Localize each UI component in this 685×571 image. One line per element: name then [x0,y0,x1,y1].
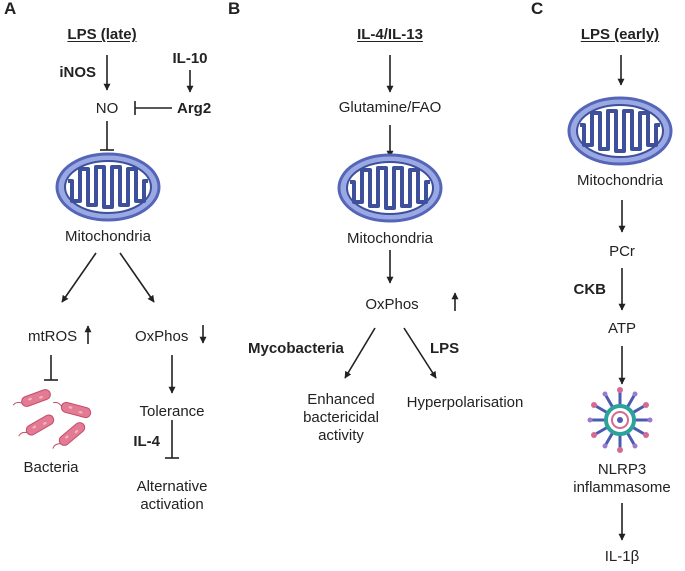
label-il4: IL-4 [133,433,160,450]
label-alternative: Alternative [136,478,208,495]
label-tolerance: Tolerance [139,403,205,420]
arrow-oxphos-to-hyperpolarisation [403,327,437,379]
label-oxphos-b: OxPhos [365,296,419,313]
panel-a-title: LPS (late) [67,26,137,43]
label-activity: activity [318,427,364,444]
arrow-oxphos-to-enhanced [344,327,376,379]
bacteria-icon [11,387,93,454]
arrow-mito-to-mtros [61,252,97,303]
label-glutamine-fao: Glutamine/FAO [338,99,442,116]
label-activation: activation [140,496,204,513]
label-lps: LPS [430,340,460,357]
inhibit-arg2-to-no [134,101,172,115]
label-ckb: CKB [573,281,607,298]
label-bacteria: Bacteria [23,459,79,476]
label-mitochondria-a: Mitochondria [65,228,151,245]
label-inflammasome: inflammasome [573,479,671,496]
label-mitochondria-b: Mitochondria [347,230,433,247]
label-mitochondria-c: Mitochondria [577,172,663,189]
mitochondria-icon-b [337,153,443,223]
label-atp: ATP [607,320,637,337]
label-nlrp3: NLRP3 [597,461,647,478]
inflammasome-icon [587,387,653,453]
label-il10: IL-10 [172,50,208,67]
arrow-mito-to-oxphos [119,252,155,303]
mitochondria-icon-c [567,96,673,166]
inhibit-tolerance-to-alternative [165,420,179,459]
inhibit-no-to-mitochondria [100,121,114,151]
panel-c-title: LPS (early) [580,26,660,43]
label-oxphos-a: OxPhos [135,328,189,345]
label-pcr: PCr [609,243,635,260]
label-il1b: IL-1β [604,548,640,565]
label-mtros: mtROS [28,328,78,345]
panel-letter-c: C [531,0,544,18]
label-mycobacteria: Mycobacteria [248,340,344,357]
panel-letter-a: A [4,0,17,18]
label-hyperpolarisation: Hyperpolarisation [406,394,524,411]
label-no: NO [95,100,119,117]
mitochondria-icon-a [55,152,161,222]
panel-b-title: IL-4/IL-13 [357,26,423,43]
label-enhanced: Enhanced [307,391,375,408]
label-arg2: Arg2 [177,100,212,117]
inhibit-mtros-to-bacteria [44,355,58,381]
label-bactericidal: bactericidal [303,409,379,426]
label-inos: iNOS [59,64,96,81]
panel-letter-b: B [228,0,241,18]
